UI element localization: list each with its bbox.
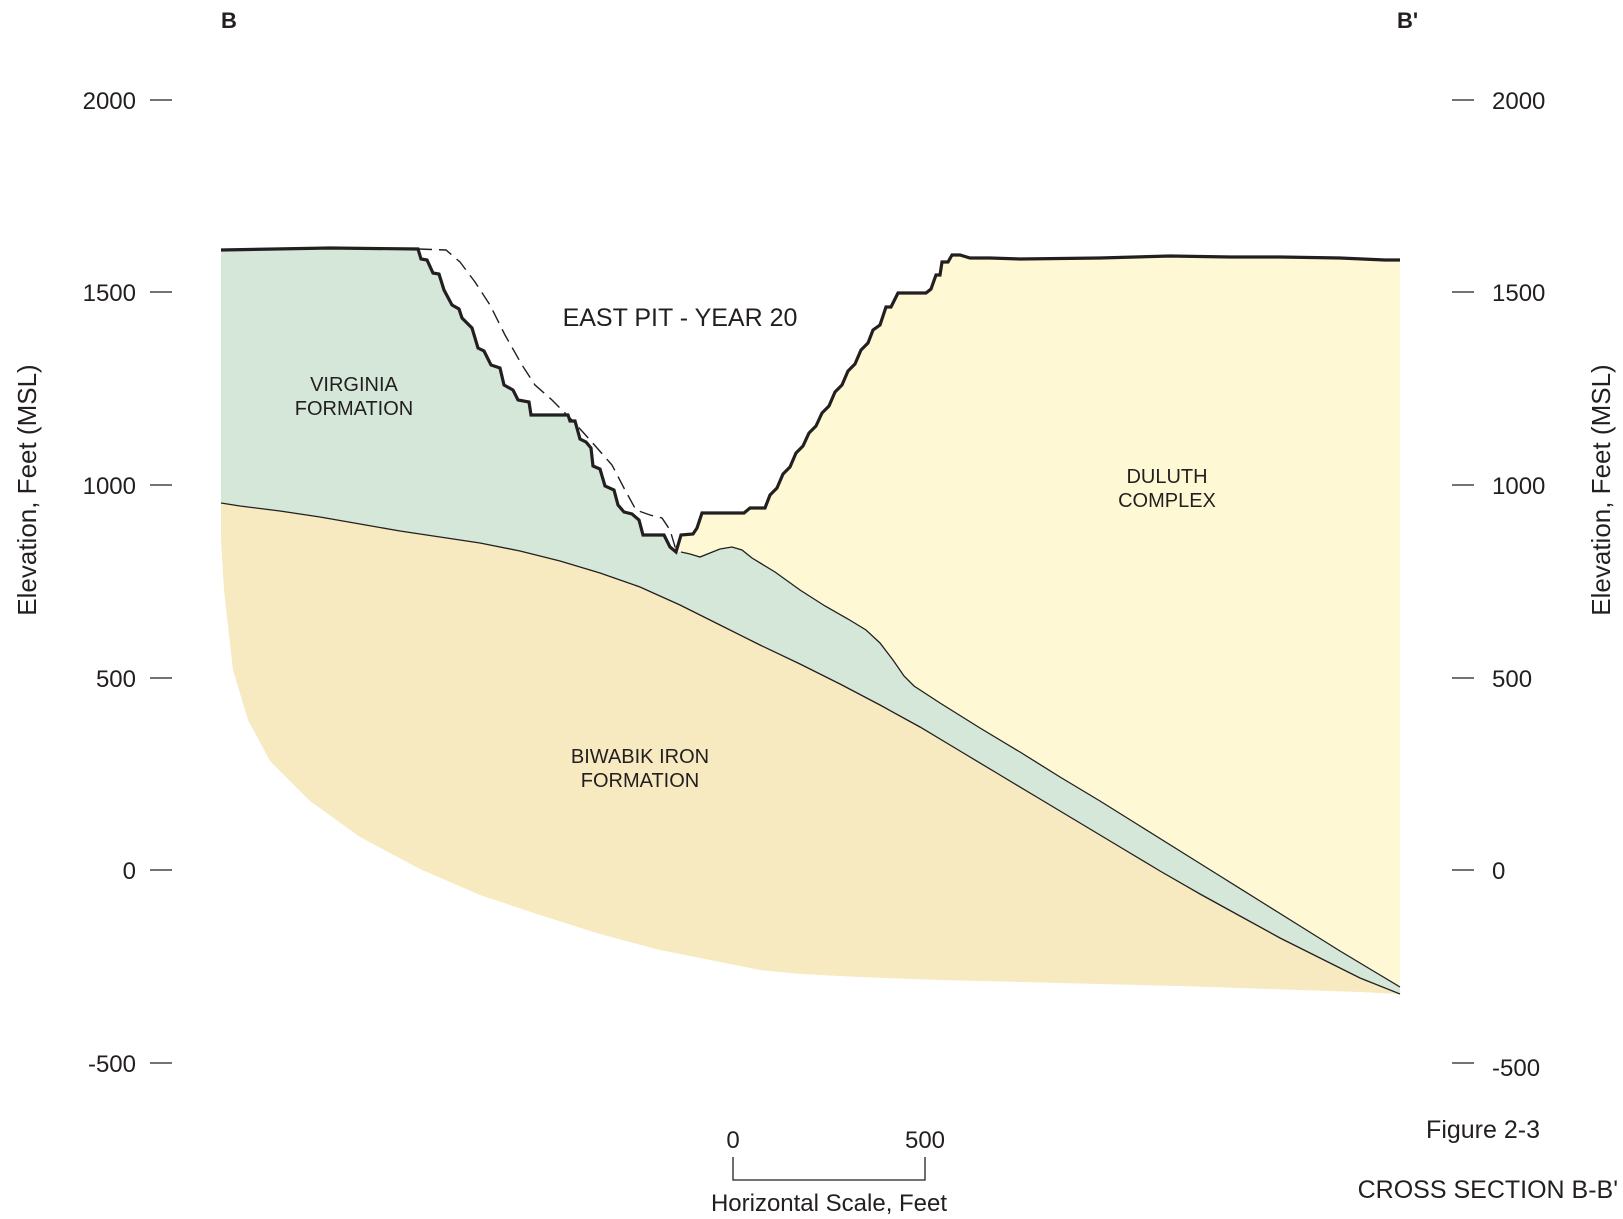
scale-bar-line bbox=[732, 1157, 926, 1181]
right-axis-title: Elevation, Feet (MSL) bbox=[1586, 364, 1616, 615]
right-tick-label: 1000 bbox=[1492, 473, 1545, 500]
left-tick-label: 0 bbox=[123, 858, 136, 885]
biwabik-label-line-1: BIWABIK IRON bbox=[571, 746, 709, 768]
duluth-complex-unit bbox=[676, 255, 1400, 987]
virginia-label-line-2: FORMATION bbox=[295, 398, 414, 420]
scale-bar-start: 0 bbox=[726, 1127, 739, 1154]
figure-number: Figure 2-3 bbox=[1426, 1116, 1540, 1144]
left-tick-label: 1500 bbox=[83, 280, 136, 307]
dashed-pit-outline bbox=[417, 248, 677, 551]
pit-shell-line bbox=[220, 246, 1400, 555]
left-tick-label: -500 bbox=[88, 1051, 136, 1078]
left-tick-label: 500 bbox=[96, 666, 136, 693]
pit-label: EAST PIT - YEAR 20 bbox=[563, 304, 798, 332]
left-tick-label: 1000 bbox=[83, 473, 136, 500]
right-tick-label: -500 bbox=[1492, 1055, 1540, 1082]
virginia-biwabik-contact bbox=[220, 502, 1401, 995]
left-elevation-axis: 2000 1500 1000 500 0 -500 Elevation, Fee… bbox=[12, 88, 172, 1078]
biwabik-iron-formation-unit bbox=[221, 503, 1400, 994]
virginia-label-line-1: VIRGINIA bbox=[310, 374, 398, 396]
duluth-virginia-contact bbox=[680, 546, 1401, 988]
section-end-b: B bbox=[221, 8, 237, 33]
scale-bar-end: 500 bbox=[905, 1127, 945, 1154]
right-tick-label: 0 bbox=[1492, 858, 1505, 885]
right-tick-label: 2000 bbox=[1492, 88, 1545, 115]
right-elevation-axis: 2000 1500 1000 500 0 -500 Elevation, Fee… bbox=[1452, 88, 1616, 1082]
scale-bar-label: Horizontal Scale, Feet bbox=[711, 1190, 947, 1217]
horizontal-scale-bar: 0 500 Horizontal Scale, Feet bbox=[711, 1127, 947, 1217]
duluth-label-line-2: COMPLEX bbox=[1118, 490, 1216, 512]
biwabik-label-line-2: FORMATION bbox=[581, 770, 700, 792]
duluth-label-line-1: DULUTH bbox=[1126, 466, 1207, 488]
left-tick-label: 2000 bbox=[83, 88, 136, 115]
virginia-formation-unit bbox=[221, 248, 1400, 994]
left-axis-title: Elevation, Feet (MSL) bbox=[12, 364, 42, 615]
figure-title: CROSS SECTION B-B' bbox=[1358, 1176, 1618, 1204]
right-tick-label: 1500 bbox=[1492, 280, 1545, 307]
section-end-b-prime: B' bbox=[1397, 8, 1418, 33]
right-tick-label: 500 bbox=[1492, 666, 1532, 693]
